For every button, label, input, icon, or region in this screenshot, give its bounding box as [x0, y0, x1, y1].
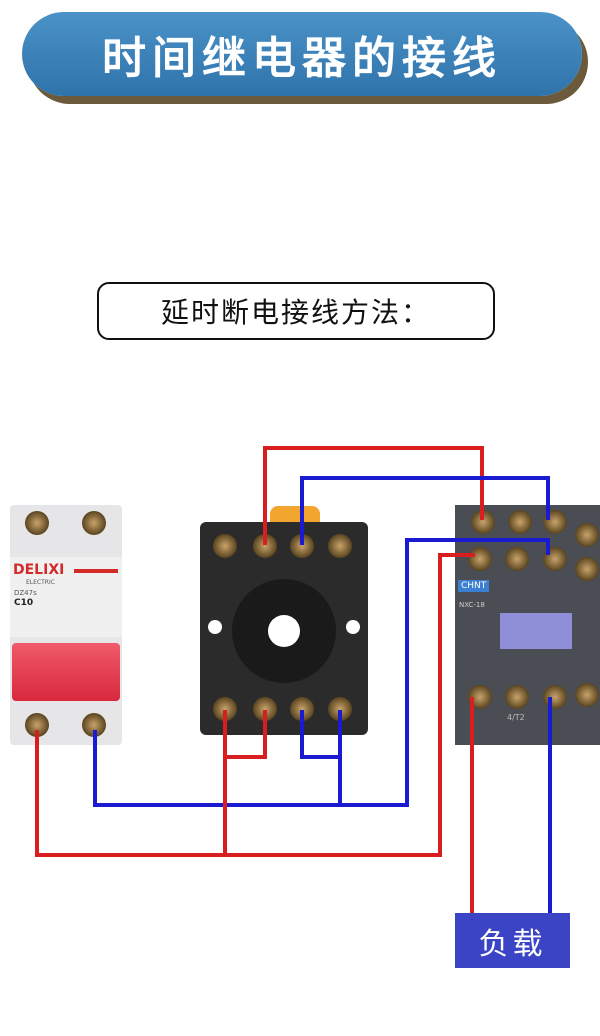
- breaker-toggle[interactable]: [12, 643, 120, 701]
- breaker-model: DZ47s: [14, 589, 37, 597]
- contactor-terminal-label: 4/T2: [507, 713, 525, 722]
- load-box: 负载: [455, 913, 570, 968]
- breaker-terminal: [82, 511, 106, 535]
- relay-socket-hole: [232, 579, 336, 683]
- screw-terminal: [468, 547, 492, 571]
- screw-terminal: [508, 510, 532, 534]
- screw-terminal: [213, 534, 237, 558]
- circuit-breaker: DELIXI ELECTRIC DZ47s C10: [10, 505, 122, 745]
- breaker-brand: DELIXI: [13, 562, 65, 578]
- screw-terminal: [575, 683, 599, 707]
- screw-terminal: [575, 523, 599, 547]
- time-relay-socket: [200, 522, 368, 735]
- relay-knob: [270, 506, 320, 526]
- subtitle-box: 延时断电接线方法：: [97, 282, 495, 340]
- screw-terminal: [575, 557, 599, 581]
- neutral-wire: [300, 476, 550, 545]
- breaker-terminal: [25, 511, 49, 535]
- subtitle: 延时断电接线方法：: [160, 296, 431, 329]
- title-banner: 时间继电器的接线: [22, 12, 582, 96]
- contactor-model: NXC-18: [459, 601, 485, 609]
- contactor-window: [500, 613, 572, 649]
- screw-terminal: [505, 547, 529, 571]
- page-title: 时间继电器的接线: [102, 33, 502, 84]
- live-wire: [225, 710, 267, 759]
- neutral-wire: [93, 538, 550, 807]
- screw-terminal: [328, 534, 352, 558]
- load-label: 负载: [478, 926, 547, 962]
- screw-terminal: [505, 685, 529, 709]
- screw-terminal: [543, 685, 567, 709]
- live-wire: [263, 446, 484, 545]
- breaker-rating: C10: [14, 598, 34, 608]
- neutral-wire: [300, 710, 342, 759]
- contactor-brand: CHNT: [458, 580, 490, 592]
- live-wire: [35, 553, 475, 857]
- breaker-brand-sub: ELECTRIC: [26, 579, 55, 586]
- ac-contactor: CHNT NXC-18 4/T2: [455, 505, 600, 745]
